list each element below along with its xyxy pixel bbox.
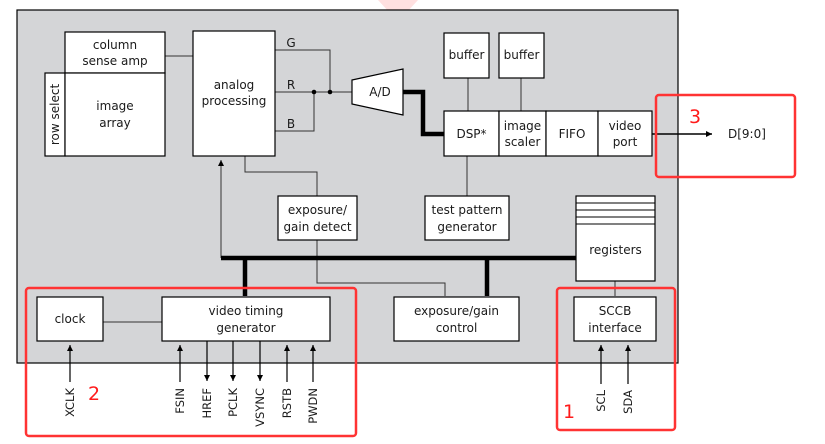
- svg-text:2: 2: [88, 383, 100, 405]
- signal-wires: [103, 49, 616, 323]
- svg-text:column: column: [93, 38, 137, 52]
- highlight-output: 3: [654, 93, 797, 179]
- highlight-sccb: 1: [555, 286, 677, 432]
- svg-text:registers: registers: [589, 243, 642, 257]
- analog-processing-block: analog processing: [192, 30, 276, 157]
- svg-text:processing: processing: [202, 94, 267, 108]
- svg-text:control: control: [436, 321, 478, 335]
- svg-text:image: image: [504, 119, 541, 133]
- pin-scl: SCL: [594, 389, 608, 411]
- exposure-gain-control-block: exposure/gain control: [393, 296, 520, 342]
- svg-text:generator: generator: [437, 220, 496, 234]
- svg-text:exposure/: exposure/: [288, 203, 348, 217]
- svg-text:FIFO: FIFO: [559, 127, 586, 141]
- b-signal-label: B: [287, 117, 295, 131]
- svg-text:generator: generator: [216, 321, 275, 335]
- pin-sda: SDA: [621, 390, 635, 414]
- svg-text:1: 1: [563, 401, 575, 423]
- registers-block: registers: [575, 195, 656, 282]
- svg-text:video: video: [609, 119, 642, 133]
- svg-text:SCCB: SCCB: [599, 304, 632, 318]
- pin-xclk: XCLK: [63, 388, 77, 417]
- image-scaler-block: image scaler: [498, 110, 547, 157]
- svg-text:array: array: [99, 116, 130, 130]
- pin-rstb: RSTB: [280, 388, 294, 418]
- svg-text:interface: interface: [588, 321, 642, 335]
- column-sense-amp-block: column sense amp: [64, 31, 166, 74]
- svg-text:3: 3: [689, 106, 701, 128]
- g-signal-label: G: [286, 36, 295, 50]
- r-signal-label: R: [287, 78, 295, 92]
- buffer-block-1: buffer: [443, 32, 490, 79]
- svg-text:row select: row select: [48, 84, 62, 146]
- highlight-timing: 2: [24, 286, 358, 438]
- pin-pwdn: PWDN: [306, 388, 320, 424]
- svg-text:video timing: video timing: [209, 304, 284, 318]
- svg-text:buffer: buffer: [504, 48, 540, 62]
- pin-arrows: [67, 341, 631, 384]
- fifo-block: FIFO: [545, 110, 599, 157]
- image-array-block: image array: [64, 72, 166, 157]
- sccb-interface-block: SCCB interface: [573, 296, 657, 342]
- pin-href: HREF: [200, 388, 214, 419]
- exposure-gain-detect-block: exposure/ gain detect: [277, 195, 358, 241]
- svg-text:gain detect: gain detect: [283, 220, 351, 234]
- svg-text:port: port: [613, 135, 638, 149]
- ad-converter-block: A/D: [351, 68, 404, 116]
- svg-text:test pattern: test pattern: [432, 203, 503, 217]
- svg-text:DSP*: DSP*: [456, 127, 486, 141]
- data-output-label: D[9:0]: [728, 127, 766, 141]
- pin-pclk: PCLK: [226, 388, 240, 417]
- pin-fsin: FSIN: [173, 388, 187, 414]
- svg-text:analog: analog: [214, 78, 255, 92]
- buffer-block-2: buffer: [498, 32, 545, 79]
- pin-vsync: VSYNC: [253, 388, 267, 427]
- row-select-block: row select: [44, 72, 66, 157]
- video-timing-generator-block: video timing generator: [161, 296, 331, 342]
- test-pattern-generator-block: test pattern generator: [424, 195, 510, 241]
- svg-text:buffer: buffer: [449, 48, 485, 62]
- svg-text:sense amp: sense amp: [82, 54, 147, 68]
- clock-block: clock: [36, 296, 104, 342]
- svg-text:A/D: A/D: [369, 85, 391, 99]
- svg-text:scaler: scaler: [505, 135, 541, 149]
- svg-text:image: image: [96, 99, 133, 113]
- dsp-block: DSP*: [443, 110, 500, 157]
- video-port-block: video port: [597, 110, 653, 157]
- data-buses: [221, 89, 712, 296]
- svg-text:exposure/gain: exposure/gain: [414, 304, 499, 318]
- svg-text:clock: clock: [55, 312, 86, 326]
